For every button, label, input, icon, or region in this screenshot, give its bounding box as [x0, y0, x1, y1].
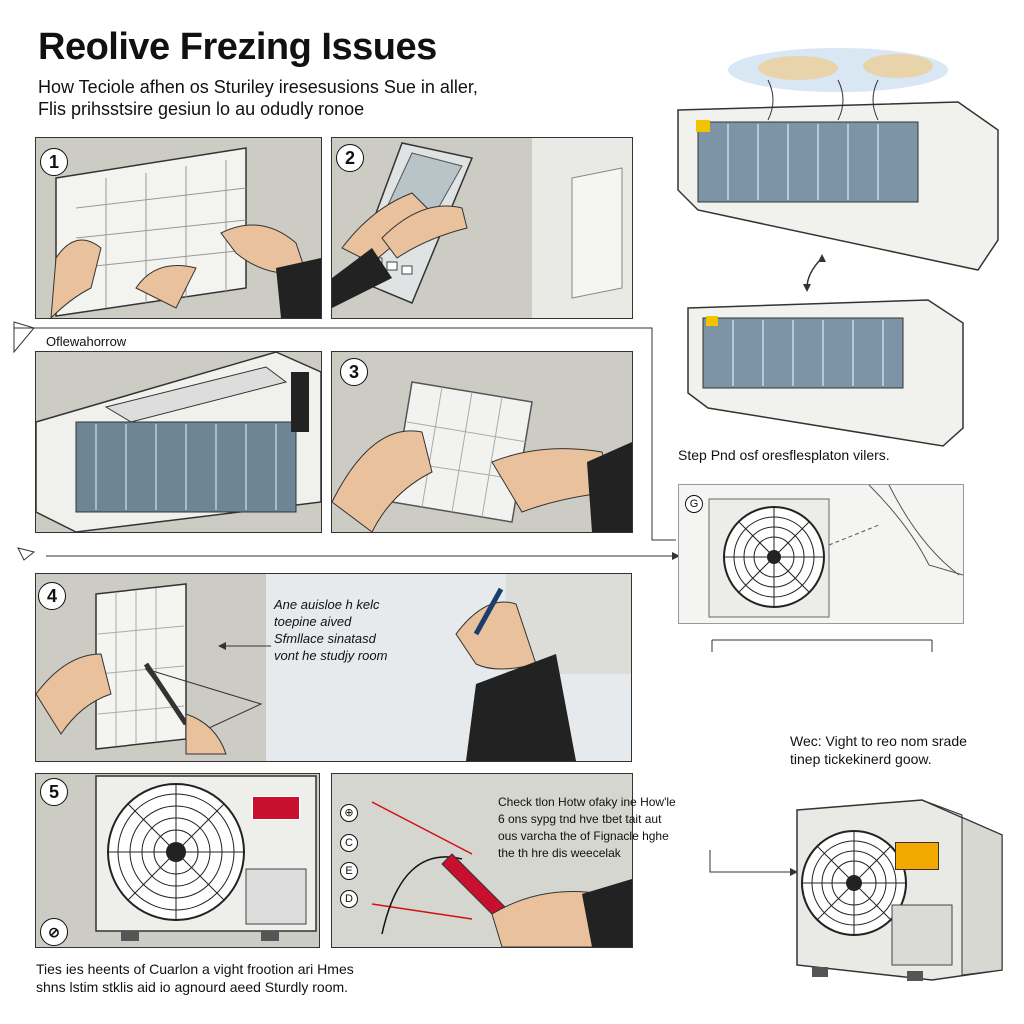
outdoor-unit-panel: G	[678, 484, 964, 624]
marker-3: E	[340, 862, 358, 880]
condenser-unit-illustration	[796, 799, 1003, 981]
step-4-panel: 4 Ane auisloe h kelc toepine aived Sfmll…	[35, 573, 632, 762]
follow-arrow-label: Oflewahorrow	[46, 334, 127, 349]
step-5-detail-illustration	[371, 801, 632, 948]
step-1-badge: 1	[40, 148, 68, 176]
marker-1: ⊕	[340, 804, 358, 822]
caution-label	[895, 842, 939, 870]
step-4-badge: 4	[38, 582, 66, 610]
indoor-unit-illustration-2	[687, 299, 964, 447]
step-5-note: Check tlon Hotw ofaky ine How'le 6 ons s…	[498, 795, 676, 860]
step-1-panel: 1	[35, 137, 322, 320]
weight-note: Wec: Vight to reo nom srade tinep tickek…	[790, 733, 967, 767]
step-2-illustration	[332, 138, 632, 318]
step-pnd-text: Step Pnd osf oresflesplaton vilers.	[678, 447, 890, 463]
marker-2: C	[340, 834, 358, 852]
stop-marker: ⊘	[40, 918, 68, 946]
page-subtitle: How Teciole afhen os Sturiley iresesusio…	[38, 77, 478, 119]
step-2-panel: 2	[331, 137, 633, 319]
step-2-badge: 2	[336, 144, 364, 172]
marker-4: D	[340, 890, 358, 908]
open-unit-panel	[35, 351, 322, 533]
open-unit-illustration	[35, 351, 322, 533]
step-1-illustration	[50, 147, 321, 320]
marker-g: G	[685, 495, 703, 513]
step-5-panel: 5 ⊘	[35, 773, 320, 948]
step-4-note: Ane auisloe h kelc toepine aived Sfmllac…	[274, 597, 388, 663]
page-title: Reolive Frezing Issues	[38, 26, 437, 68]
step-3-illustration	[331, 381, 632, 533]
bottom-caption: Ties ies heents of Cuarlon a vight froot…	[36, 961, 354, 995]
warning-label	[252, 796, 300, 820]
step-5-badge: 5	[40, 778, 68, 806]
step-5-detail-panel: ⊕ C E D Check tlon Hotw ofaky ine How'le…	[331, 773, 676, 948]
indoor-unit-illustration	[677, 48, 999, 271]
step-3-badge: 3	[340, 358, 368, 386]
outdoor-unit-illustration	[708, 484, 964, 618]
step-4-illustration	[35, 574, 631, 761]
step-3-panel: 3	[331, 351, 633, 533]
step-5-illustration	[95, 775, 317, 941]
